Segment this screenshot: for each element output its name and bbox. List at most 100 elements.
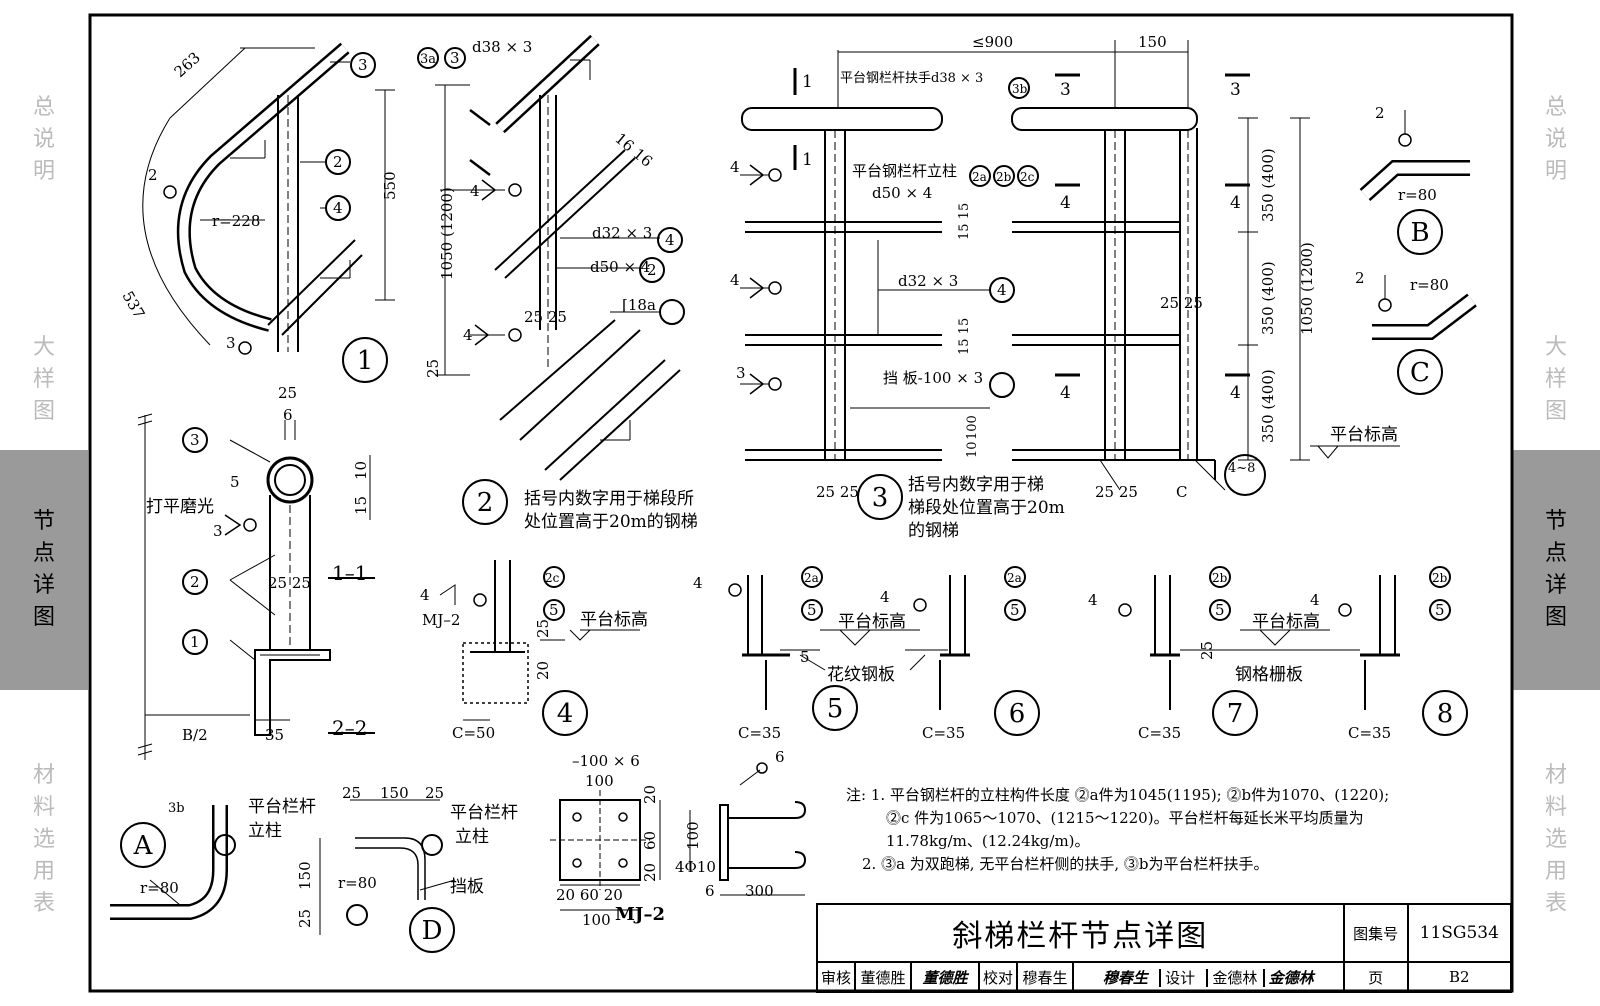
d2-label-d32: d32 × 3 xyxy=(592,224,652,242)
mj2-label-plate: –100 × 6 xyxy=(572,752,640,770)
d3-dim-1515b: 15 15 xyxy=(957,318,972,355)
page-label: 页 xyxy=(1342,961,1409,993)
mj2-dim-bottom: 20 60 20 xyxy=(556,886,623,904)
d1-weld-3: 3 xyxy=(226,334,236,352)
d3-label-elevation: 平台标高 xyxy=(1330,425,1398,445)
dC-radius: r=80 xyxy=(1410,276,1449,294)
d7-weld-4: 4 xyxy=(1088,591,1098,609)
d2-dim-25: 25 xyxy=(424,359,442,378)
d1-callout-4 xyxy=(325,195,351,221)
d1-callout-3 xyxy=(350,52,376,78)
detail-4-drawing xyxy=(439,560,640,721)
d2-callout-3 xyxy=(444,47,466,69)
d3-label-d32: d32 × 3 xyxy=(898,272,958,290)
d3-dim-350b: 350 (400) xyxy=(1259,261,1277,335)
d2-callout-3a-text: 3a xyxy=(420,52,436,67)
d2-dim-1616: 16 16 xyxy=(611,129,655,170)
dD-dim-v25: 25 xyxy=(296,909,314,928)
mj2-dim-v100: 100 xyxy=(684,821,702,850)
sidebar-left-item-node[interactable]: 节点详图 xyxy=(0,450,88,690)
mj2-dim-6: 6 xyxy=(705,882,715,900)
detail-label-b-circle xyxy=(1397,209,1443,255)
d2-callout-3-text: 3 xyxy=(450,49,460,67)
detail-label-c-circle xyxy=(1397,349,1443,395)
d3-dim-2525b: 25 25 xyxy=(1095,483,1138,501)
mj2-dim-20a: 20 xyxy=(641,785,659,804)
d3-label-d50: d50 × 4 xyxy=(872,184,932,202)
detail-label-3-circle xyxy=(857,474,903,520)
sidebar-right-item-general[interactable]: 总说明 xyxy=(1545,95,1568,184)
reviewer-name: 董德胜 xyxy=(854,961,912,993)
detail-2-drawing xyxy=(435,34,681,481)
d1-callout-3-text: 3 xyxy=(358,56,368,74)
detail-label-7: 7 xyxy=(1227,699,1244,729)
detail-label-d-circle xyxy=(409,907,455,953)
d5-label-checker-plate: 花纹钢板 xyxy=(827,665,895,685)
sidebar-right-item-detail[interactable]: 大样图 xyxy=(1545,335,1568,424)
s11-dim-10: 10 xyxy=(352,461,370,480)
d7-callout-2b-text: 2b xyxy=(1212,571,1228,585)
sidebar-left-item-detail[interactable]: 大样图 xyxy=(33,335,56,424)
sidebar-right: 总说明 大样图 节点详图 材料选用表 xyxy=(1512,70,1600,950)
d1-callout-4-text: 4 xyxy=(333,199,343,217)
d3-ref-4-8-text: 4~8 xyxy=(1228,461,1255,476)
checker-name: 穆春生 xyxy=(1016,961,1074,993)
d4-dim-c50: C=50 xyxy=(452,724,495,742)
d4-callout-2c-text: 2c xyxy=(545,571,560,585)
detail-label-a-circle xyxy=(120,822,166,868)
sidebar-left-item-material[interactable]: 材料选用表 xyxy=(33,763,56,916)
d3-dim-2525a: 25 25 xyxy=(816,483,859,501)
d3-dim-1050: 1050 (1200) xyxy=(1298,242,1316,335)
detail-3-drawing xyxy=(740,40,1400,491)
checker-signature-text: 穆春生 xyxy=(1102,968,1148,987)
d3-section-4d: 4 xyxy=(1230,383,1241,403)
detail-label-b: B xyxy=(1410,218,1429,248)
d2-label-d38: d38 × 3 xyxy=(472,38,532,56)
d4-callout-5 xyxy=(543,599,565,621)
d3-section-3a: 3 xyxy=(1060,80,1071,100)
note-line-2: ⓶c 件为1065～1070、(1215～1220)。平台栏杆每延长米平均质量为 xyxy=(886,809,1364,827)
dA-radius: r=80 xyxy=(140,879,179,897)
note-line-4: 2. ⓷a 为双跑梯, 无平台栏杆侧的扶手, ⓷b为平台栏杆扶手。 xyxy=(862,855,1269,873)
d7-dim-c35: C=35 xyxy=(1138,724,1181,742)
d8-callout-5 xyxy=(1429,599,1451,621)
sidebar-right-item-node[interactable]: 节点详图 xyxy=(1512,450,1600,690)
sidebar-left-item-general[interactable]: 总说明 xyxy=(33,95,56,184)
d3-dim-2525c: 25 25 xyxy=(1160,294,1203,312)
detail-7-8-drawing xyxy=(1118,575,1400,710)
d6-callout-2a-text: 2a xyxy=(1007,571,1022,585)
mj2-dim-20b: 20 xyxy=(641,863,659,882)
d3-dim-150: 150 xyxy=(1138,33,1167,51)
d3-section-4c: 4 xyxy=(1060,383,1071,403)
d2-label-d50: d50 × 4 xyxy=(590,258,650,276)
d7-callout-2b xyxy=(1209,566,1231,588)
detail-label-4: 4 xyxy=(557,699,574,729)
d5-dim-5: 5 xyxy=(800,648,810,666)
d3-callout-2a xyxy=(969,165,991,187)
s11-dim-6: 6 xyxy=(283,406,293,424)
d6-dim-c35: C=35 xyxy=(922,724,965,742)
d6-callout-5-text: 5 xyxy=(1010,601,1020,619)
s11-weld-3: 3 xyxy=(213,522,223,540)
dA-label-post2: 立柱 xyxy=(248,821,282,841)
detail-labels: 1 2 3 4 5 6 7 8 A B C D xyxy=(133,218,1454,946)
d7-label-grating: 钢格栅板 xyxy=(1235,665,1303,685)
d3-section-3b: 3 xyxy=(1230,80,1241,100)
s11-callout-3 xyxy=(182,427,208,453)
dD-dim-v150: 150 xyxy=(296,861,314,890)
d2-dim-2525: 25 25 xyxy=(524,308,567,326)
d3-weld-3: 3 xyxy=(736,364,746,382)
d7-callout-5-text: 5 xyxy=(1215,601,1225,619)
d2-callout-2-text: 2 xyxy=(647,261,657,279)
sidebar-right-item-material[interactable]: 材料选用表 xyxy=(1545,763,1568,916)
detail-label-2-circle xyxy=(462,479,508,525)
d7-dim-25: 25 xyxy=(1198,641,1216,660)
d5-callout-5 xyxy=(801,599,823,621)
d8-callout-2b xyxy=(1429,566,1451,588)
mj2-embedded-plate-drawing xyxy=(550,762,807,911)
d8-dim-c35: C=35 xyxy=(1348,724,1391,742)
dD-radius: r=80 xyxy=(338,874,377,892)
drawing-notes: 注: 1. 平台钢栏杆的立柱构件长度 ⓶a件为1045(1195); ⓶b件为1… xyxy=(846,784,1486,876)
atlas-number: 11SG534 xyxy=(1406,903,1513,963)
